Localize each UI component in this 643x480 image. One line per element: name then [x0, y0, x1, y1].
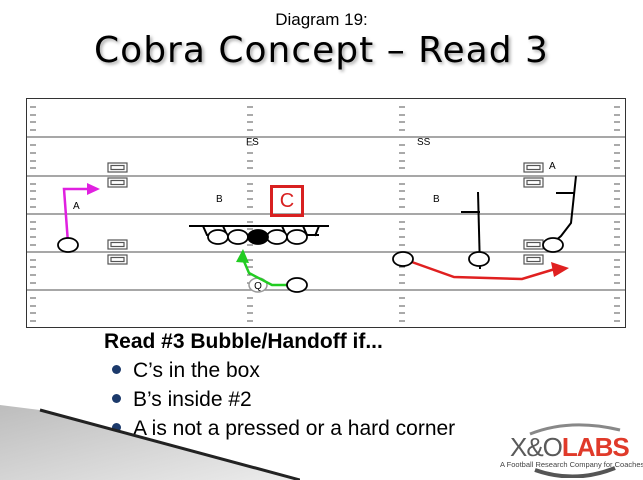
criteria-item: B’s inside #2: [112, 385, 455, 414]
label-a-right: A: [549, 161, 556, 172]
right-receivers: [392, 237, 564, 267]
xo-labs-logo: X&OLABS A Football Research Company for …: [500, 422, 643, 478]
logo-tagline: A Football Research Company for Coaches: [500, 460, 643, 469]
diagram-subtitle: Diagram 19:: [275, 10, 368, 29]
criteria-item: A is not a pressed or a hard corner: [112, 414, 455, 443]
bullet-icon: [112, 393, 121, 403]
logo-xo: X&O: [510, 432, 563, 462]
bullet-icon: [112, 364, 121, 374]
hash-marks: [30, 106, 621, 322]
decorative-swoosh: [0, 405, 300, 480]
logo-labs: LABS: [561, 432, 630, 462]
svg-text:Q: Q: [254, 281, 262, 292]
quarterback: Q: [248, 277, 268, 293]
label-free-safety: FS: [246, 137, 259, 148]
bubble-route: [408, 259, 569, 281]
label-b-right: B: [433, 194, 440, 205]
football-field-diagram: Q FS SS B: [26, 98, 626, 328]
bullet-icon: [112, 422, 121, 432]
label-a-left: A: [73, 201, 80, 212]
c-label: C: [279, 190, 295, 212]
label-b-left: B: [216, 194, 223, 205]
left-receiver-route: [57, 183, 100, 253]
logo-swoosh-icon: [529, 423, 621, 478]
criteria-text: A is not a pressed or a hard corner: [133, 417, 456, 440]
criteria-text: C’s in the box: [133, 359, 260, 382]
slide-title: Cobra Concept – Read 3: [94, 30, 549, 71]
receiver-boxes: [107, 162, 544, 265]
read-criteria-list: C’s in the box B’s inside #2 A is not a …: [112, 356, 455, 443]
criteria-text: B’s inside #2: [133, 388, 252, 411]
criteria-item: C’s in the box: [112, 356, 455, 385]
label-strong-safety: SS: [417, 137, 431, 148]
running-back-handoff-route: [236, 249, 308, 293]
read-heading: Read #3 Bubble/Handoff if...: [104, 330, 383, 353]
field-drawing: Q: [27, 106, 625, 322]
c-defender-box: C: [270, 185, 304, 217]
